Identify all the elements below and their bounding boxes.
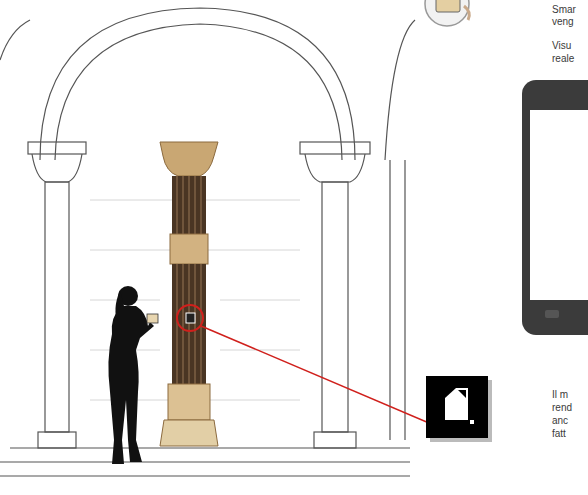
pillar [390,160,405,440]
capital [305,154,365,182]
smartphone-button [545,310,559,318]
steps [0,448,410,476]
column-flutes [177,176,201,384]
marker-dot [470,420,474,424]
phone-icon [425,0,469,26]
arch-right [385,20,415,160]
column-band [168,384,210,420]
highlight-circle [177,305,203,331]
smartphone-screen [530,110,588,300]
marker-small [186,313,195,323]
leader-line [201,326,436,426]
caption-text: veng [552,16,574,28]
smartphone-outline [522,80,588,335]
phone-icon-screen [436,0,460,12]
caption-text: Il m [552,389,568,401]
body [108,306,154,464]
capital [300,142,370,154]
caption-text: rend [552,402,572,414]
column-capital [160,142,218,176]
marker-glyph [458,390,466,398]
smartphone [147,314,158,323]
arch-inner [55,24,342,160]
ar-marker [426,376,488,438]
arcade-sketch [0,8,415,476]
column [160,142,218,446]
column-base [314,432,356,448]
column-band [170,234,208,264]
marker-glyph [445,388,468,420]
caption-text: Smar [552,4,576,16]
column-base [160,420,218,446]
capital [28,142,86,154]
column-shaft [322,182,348,432]
hand [464,6,469,20]
woman-silhouette [108,286,158,464]
caption-text: fatt [552,428,566,440]
capital [32,154,82,182]
arch-left [0,20,30,60]
arch [40,8,355,160]
column-base [38,432,76,448]
caption-text: reale [552,53,574,65]
column-shaft [45,182,69,432]
caption-text: Visu [552,40,571,52]
caption-text: anc [552,415,568,427]
